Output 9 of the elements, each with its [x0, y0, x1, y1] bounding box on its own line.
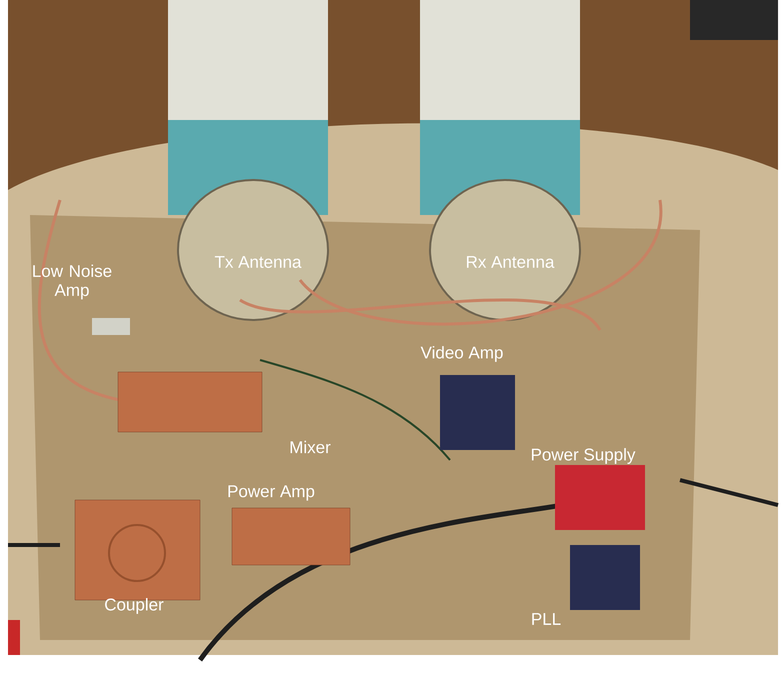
part-label: Tx Antenna	[214, 256, 302, 268]
part-label: Low Noise Amp	[33, 264, 112, 300]
part-label: Video Amp	[420, 346, 503, 362]
part-label: PLL	[532, 613, 561, 625]
part-label: Power Amp	[228, 485, 314, 501]
part-label: Rx Antenna	[466, 256, 554, 268]
part-label: Coupler	[105, 598, 164, 614]
part-label: Power Supply	[532, 448, 636, 464]
part-label: Mixer	[290, 440, 330, 454]
